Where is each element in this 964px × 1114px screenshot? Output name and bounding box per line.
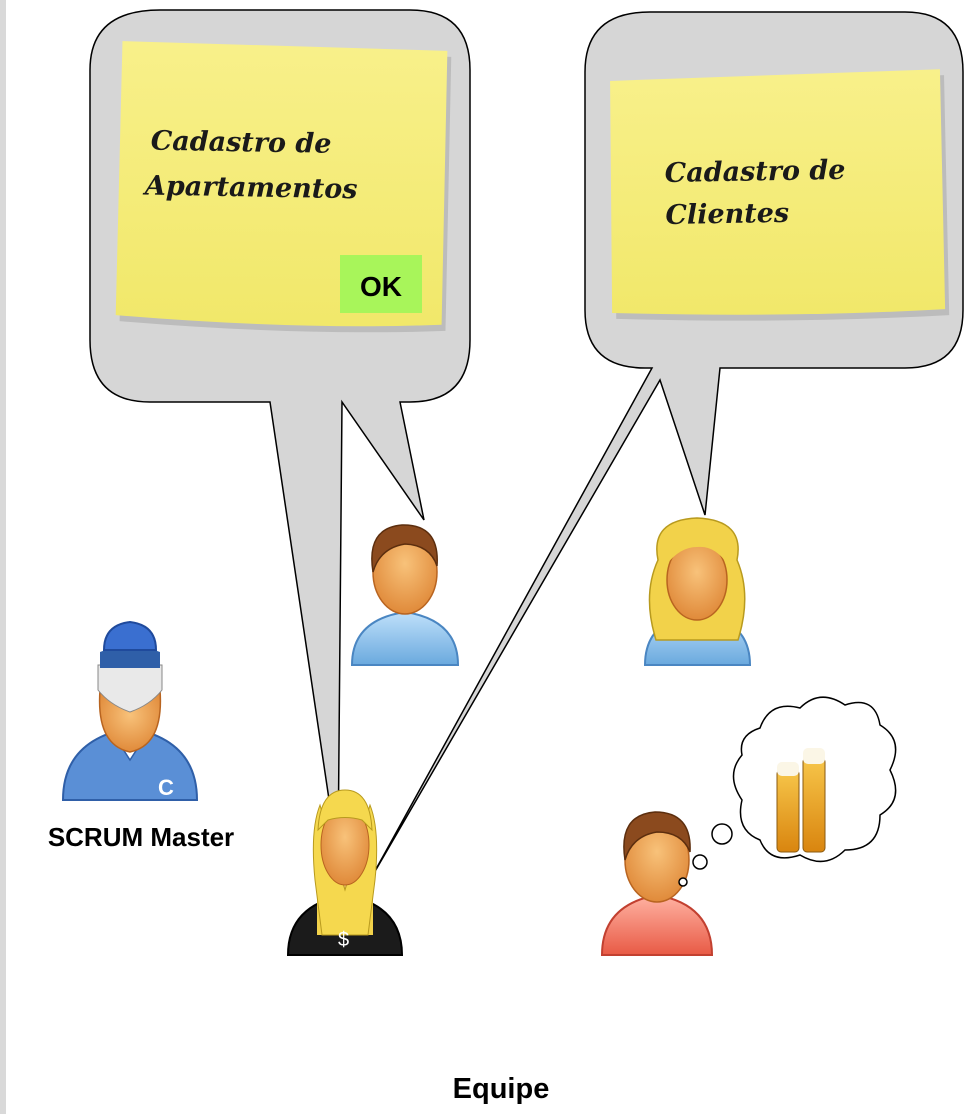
scrum-master-icon: C bbox=[61, 620, 199, 801]
team-member-red-shirt-icon bbox=[600, 811, 714, 956]
team-label: Equipe bbox=[453, 1073, 550, 1105]
ok-badge-bg bbox=[340, 255, 422, 313]
note-line-2: Apartamentos bbox=[142, 171, 358, 206]
svg-text:$: $ bbox=[338, 929, 349, 951]
beer-thought-icon bbox=[678, 696, 897, 887]
note-paper bbox=[115, 41, 448, 327]
team-member-black-shirt-icon: $ bbox=[286, 789, 404, 956]
note-line-1: Cadastro de bbox=[150, 126, 331, 160]
female-developer-icon bbox=[643, 517, 752, 666]
scrum-master-label: SCRUM Master bbox=[48, 822, 234, 852]
svg-text:C: C bbox=[158, 775, 174, 800]
male-developer-icon bbox=[350, 524, 460, 666]
left-edge-strip bbox=[0, 0, 6, 1114]
note-paper bbox=[610, 69, 946, 315]
note-line-1: Cadastro de bbox=[664, 155, 845, 189]
ok-badge-label: OK bbox=[360, 271, 402, 302]
ok-badge: OK bbox=[340, 255, 422, 313]
sticky-note-clients: Cadastro de Clientes bbox=[610, 69, 950, 321]
note-line-2: Clientes bbox=[665, 198, 789, 231]
